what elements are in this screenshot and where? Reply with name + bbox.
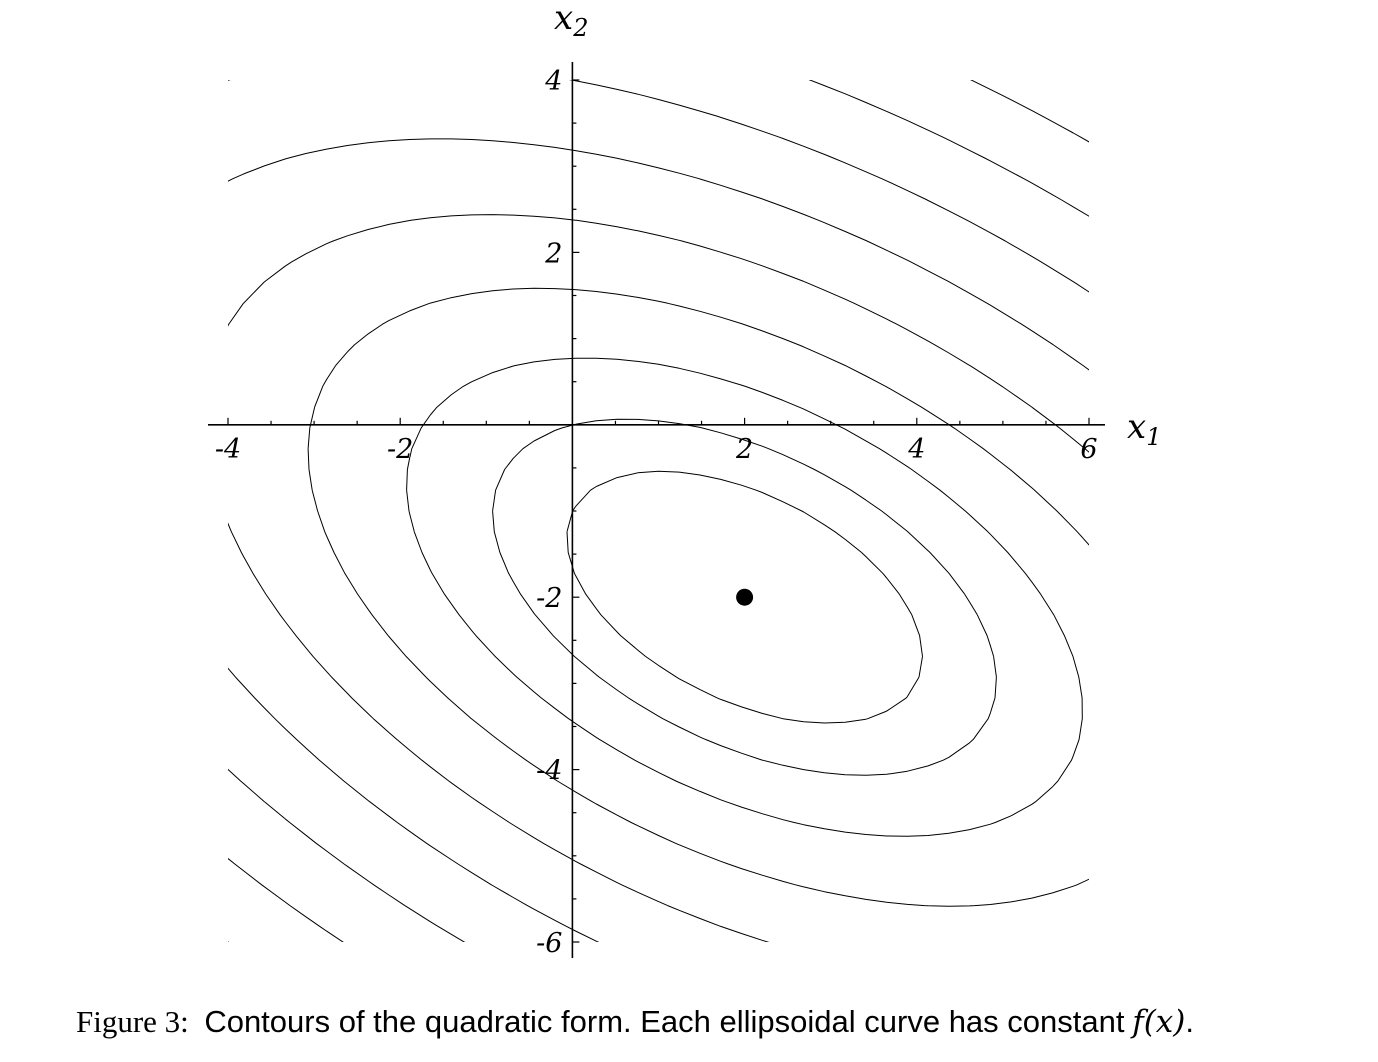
contour-line bbox=[228, 80, 1089, 942]
caption-label: Figure 3: bbox=[76, 1004, 189, 1039]
x1-axis-label: x1 bbox=[1127, 407, 1161, 451]
tick-labels: -4 -2 2 4 6 -6 -4 -2 2 4 bbox=[215, 66, 1098, 959]
x2-tick-label: -2 bbox=[536, 583, 562, 614]
x2-tick-label: 2 bbox=[544, 238, 562, 269]
contour-plot: -4 -2 2 4 6 -6 -4 -2 2 4 x1 x2 bbox=[208, 0, 1161, 959]
caption-end: . bbox=[1185, 1004, 1195, 1039]
contour-line bbox=[406, 357, 1083, 837]
contour-line bbox=[228, 80, 1089, 942]
contour-lines bbox=[228, 54, 1115, 942]
x1-tick-label: -2 bbox=[387, 434, 413, 465]
contour-line bbox=[228, 214, 1089, 942]
axes bbox=[208, 62, 1105, 958]
contour-line bbox=[307, 287, 1089, 907]
contour-line bbox=[228, 138, 1089, 942]
contour-line bbox=[492, 418, 997, 776]
contour-line bbox=[566, 470, 923, 724]
figure-caption: Figure 3: Contours of the quadratic form… bbox=[76, 1004, 1356, 1040]
x2-tick-label: -6 bbox=[536, 928, 562, 959]
x2-tick-label: -4 bbox=[536, 756, 562, 787]
x1-tick-label: 4 bbox=[907, 434, 925, 465]
axis-ticks bbox=[227, 79, 1090, 943]
caption-text: Contours of the quadratic form. Each ell… bbox=[204, 1004, 1125, 1039]
x1-tick-label: -4 bbox=[215, 434, 241, 465]
x2-axis-label: x2 bbox=[554, 0, 588, 42]
minimum-point-marker bbox=[736, 588, 754, 606]
x2-tick-label: 4 bbox=[544, 66, 562, 97]
contour-line bbox=[1062, 54, 1115, 83]
contour-line bbox=[228, 80, 1089, 942]
caption-math: f(x) bbox=[1132, 1004, 1186, 1040]
x1-tick-label: 2 bbox=[735, 434, 753, 465]
x1-tick-label: 6 bbox=[1080, 434, 1097, 465]
